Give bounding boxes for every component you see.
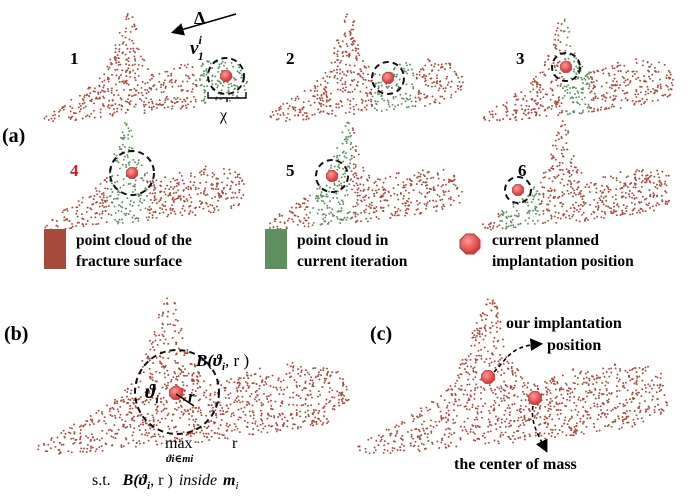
search-circle-step-4 xyxy=(109,150,155,196)
legend-planned-line1: current planned xyxy=(492,232,599,249)
step-number-3: 3 xyxy=(516,49,525,68)
legend-iteration-line2: current iteration xyxy=(297,253,408,270)
step-number-1: 1 xyxy=(70,49,79,68)
implant-marker-step-2 xyxy=(382,72,394,84)
legend-iteration-line1: point cloud in xyxy=(297,232,389,249)
center-of-mass-label: the center of mass xyxy=(454,456,577,473)
implant-marker-step-4 xyxy=(126,167,138,179)
radius-label: r xyxy=(188,387,195,406)
ball-label: B(ϑi, r ) xyxy=(195,351,249,373)
overlays xyxy=(109,52,581,453)
delta-symbol: Δ xyxy=(194,8,205,28)
cloud-step-1 xyxy=(43,12,249,123)
max-label: max xyxy=(165,435,193,452)
cloud-panel-c xyxy=(357,298,669,455)
cloud-step-3 xyxy=(482,18,674,122)
step-number-5: 5 xyxy=(286,161,295,180)
search-circle-step-3 xyxy=(551,52,581,82)
cloud-panel-b xyxy=(37,297,350,455)
implant-marker-step-5 xyxy=(326,170,338,182)
chi-bracket xyxy=(207,92,247,102)
our-implant-label-line2: position xyxy=(547,337,601,354)
cloud-step-4 xyxy=(44,121,245,231)
cloud-step-2 xyxy=(269,13,464,122)
theta-label: ϑi xyxy=(145,381,160,406)
search-circle-step-6 xyxy=(504,176,532,204)
implant-marker-step-6 xyxy=(512,184,524,196)
legend-fracture-line1: point cloud of the xyxy=(76,232,192,249)
legend-implant-octagon-icon xyxy=(459,233,481,255)
search-circle-step-5 xyxy=(315,159,349,193)
arrow-to-mass-label xyxy=(531,405,548,453)
search-circle-step-1 xyxy=(207,57,245,95)
max-subscript: ϑi∈mi xyxy=(166,454,193,465)
legend-swatch-iteration xyxy=(265,229,287,269)
implant-marker-c-mass xyxy=(528,391,542,405)
step-number-6: 6 xyxy=(518,161,527,180)
ball-circle-b xyxy=(134,349,220,435)
our-implant-label-line1: our implantation xyxy=(506,315,622,332)
cloud-step-5 xyxy=(268,121,463,231)
implant-marker-c-ours xyxy=(481,370,495,384)
panel-label-b: (b) xyxy=(4,323,28,345)
panel-label-a: (a) xyxy=(2,125,25,147)
panel-label-c: (c) xyxy=(370,323,392,345)
implant-marker-step-3 xyxy=(560,61,572,73)
direction-arrow xyxy=(170,13,237,36)
cloud-step-6 xyxy=(481,120,670,231)
chi-label: χ xyxy=(219,107,228,124)
step-number-4: 4 xyxy=(70,161,79,180)
implant-marker-step-1 xyxy=(220,70,232,82)
radius-line xyxy=(175,393,195,407)
step-number-2: 2 xyxy=(286,49,295,68)
search-circle-step-2 xyxy=(371,61,405,95)
max-variable: r xyxy=(232,435,238,452)
legend-swatch-fracture xyxy=(44,229,66,269)
arrow-to-implant-label xyxy=(493,338,544,373)
point-clouds xyxy=(37,12,674,455)
legend-planned-line2: implantation position xyxy=(492,253,634,270)
legend-fracture-line2: fracture surface xyxy=(76,253,182,270)
